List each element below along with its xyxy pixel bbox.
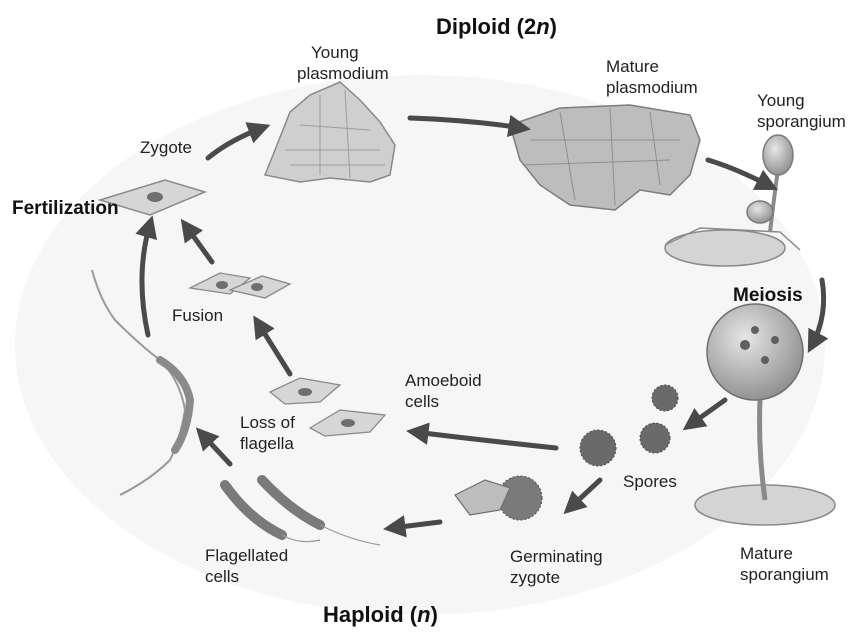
label-young-plasmodium-line-1: Young — [297, 42, 389, 63]
label-zygote: Zygote — [140, 137, 192, 158]
label-flagellated-cells: Flagellated cells — [205, 545, 288, 587]
label-young-sporangium: Young sporangium — [757, 90, 846, 132]
label-flagellated-cells-line-2: cells — [205, 566, 288, 587]
label-meiosis: Meiosis — [733, 285, 803, 306]
background-cycle-oval — [15, 75, 825, 615]
label-germinating-zygote-line-1: Germinating — [510, 546, 603, 567]
label-mature-plasmodium: Mature plasmodium — [606, 56, 698, 98]
label-young-plasmodium: Young plasmodium — [297, 42, 389, 84]
label-young-sporangium-line-2: sporangium — [757, 111, 846, 132]
label-loss-of-flagella-line-2: flagella — [240, 433, 295, 454]
label-amoeboid-cells-line-1: Amoeboid — [405, 370, 482, 391]
label-loss-of-flagella-line-1: Loss of — [240, 412, 295, 433]
label-fertilization: Fertilization — [12, 198, 119, 219]
label-mature-sporangium: Mature sporangium — [740, 543, 829, 585]
diploid-title-end: ) — [550, 14, 557, 39]
diploid-title-italic: n — [536, 14, 549, 39]
label-mature-sporangium-line-1: Mature — [740, 543, 829, 564]
label-flagellated-cells-line-1: Flagellated — [205, 545, 288, 566]
label-mature-plasmodium-line-2: plasmodium — [606, 77, 698, 98]
label-germinating-zygote-line-2: zygote — [510, 567, 603, 588]
haploid-title: Haploid (n) — [323, 604, 438, 625]
haploid-title-main: Haploid ( — [323, 602, 417, 627]
label-amoeboid-cells-line-2: cells — [405, 391, 482, 412]
label-mature-sporangium-line-2: sporangium — [740, 564, 829, 585]
label-amoeboid-cells: Amoeboid cells — [405, 370, 482, 412]
haploid-title-end: ) — [431, 602, 438, 627]
diploid-title-main: Diploid (2 — [436, 14, 536, 39]
label-fusion: Fusion — [172, 305, 223, 326]
label-germinating-zygote: Germinating zygote — [510, 546, 603, 588]
label-spores: Spores — [623, 471, 677, 492]
label-mature-plasmodium-line-1: Mature — [606, 56, 698, 77]
diploid-title: Diploid (2n) — [436, 16, 557, 37]
label-young-sporangium-line-1: Young — [757, 90, 846, 111]
label-young-plasmodium-line-2: plasmodium — [297, 63, 389, 84]
label-loss-of-flagella: Loss of flagella — [240, 412, 295, 454]
haploid-title-italic: n — [417, 602, 430, 627]
